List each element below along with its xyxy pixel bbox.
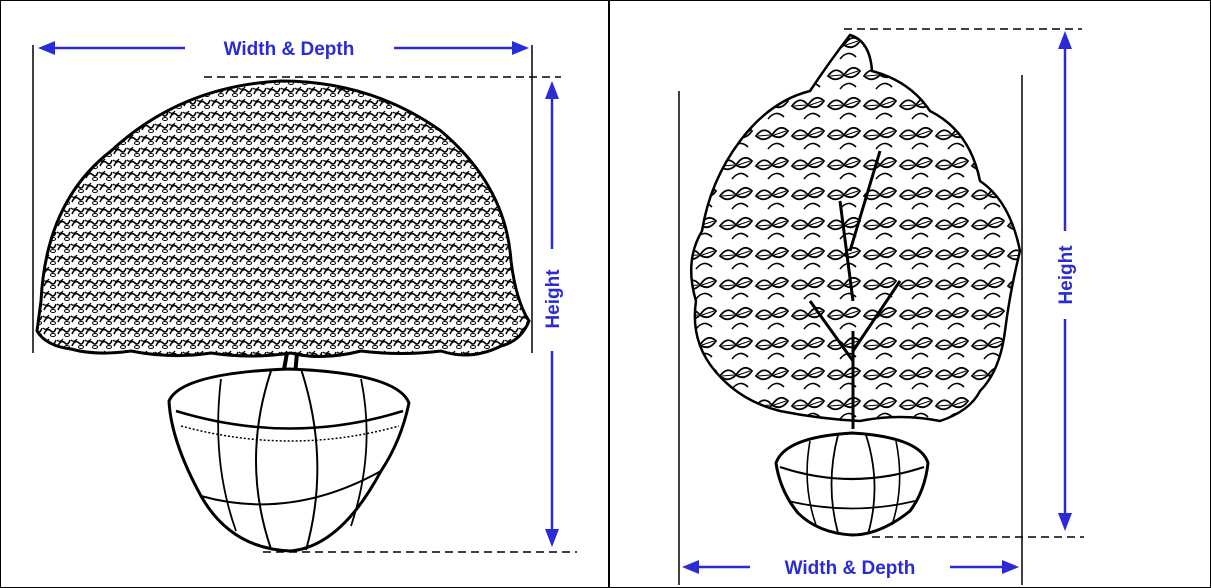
right-diagram: Height Width & Depth: [610, 1, 1210, 587]
height-label: Height: [1056, 245, 1077, 305]
burlap-root-ball: [776, 433, 928, 535]
arrowhead-up-icon: [545, 81, 559, 99]
arrowhead-left-icon: [38, 41, 55, 55]
width-depth-label: Width & Depth: [224, 39, 355, 60]
arrowhead-right-icon: [512, 41, 529, 55]
left-diagram: Width & Depth Height: [1, 1, 608, 587]
height-label: Height: [543, 269, 564, 329]
arrowhead-right-icon: [1002, 560, 1019, 574]
arrowhead-left-icon: [682, 560, 699, 574]
foliage-canopy: [37, 81, 529, 357]
arrowhead-down-icon: [1058, 513, 1072, 531]
upright-shrub-illustration: [691, 35, 1020, 535]
width-depth-label: Width & Depth: [785, 558, 916, 579]
arrowhead-down-icon: [545, 529, 559, 547]
burlap-root-ball: [169, 369, 409, 551]
arrowhead-up-icon: [1058, 31, 1072, 49]
left-panel: Width & Depth Height: [1, 1, 610, 587]
right-panel: Height Width & Depth: [610, 1, 1210, 587]
rounded-shrub-illustration: [37, 81, 529, 551]
